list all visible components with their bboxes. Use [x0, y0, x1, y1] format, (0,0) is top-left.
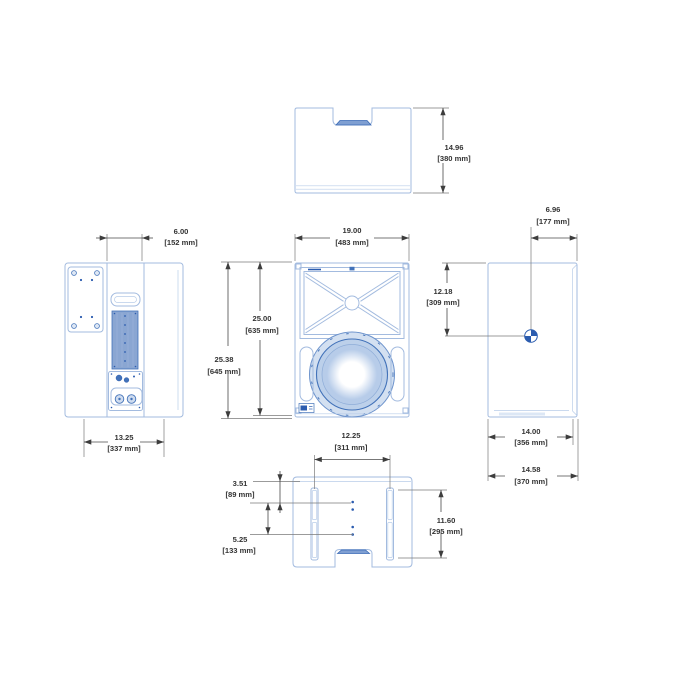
- dim-top-depth-mm: [380 mm]: [437, 154, 471, 163]
- dim-rail-spacing-mm: [311 mm]: [335, 443, 368, 452]
- dim-rear-module-width-value: 6.00: [174, 227, 189, 236]
- woofer-dust-cap: [327, 349, 377, 400]
- dim-rear-width-mm: [337 mm]: [107, 444, 141, 453]
- dim-side-depth-mm: [356 mm]: [514, 438, 548, 447]
- dim-front-height-overall: 25.38 [645 mm]: [207, 261, 292, 419]
- bottom-view: [292, 476, 413, 568]
- dim-front-height-mm: [635 mm]: [245, 326, 279, 335]
- dim-cg-horizontal-value: 6.96: [546, 205, 561, 214]
- grille-cross-brace: [305, 272, 399, 334]
- rear-handle: [110, 292, 141, 307]
- front-handle-left: [299, 346, 314, 402]
- front-handle-right: [390, 346, 405, 402]
- connector-recess: [110, 387, 143, 406]
- dim-side-depth-overall-value: 14.58: [521, 465, 540, 474]
- dim-rear-module-width-mm: [152 mm]: [164, 238, 198, 247]
- front-view: [294, 262, 410, 418]
- dim-insert-offset-2-value: 5.25: [233, 535, 249, 544]
- dim-side-depth: 14.00 [356 mm]: [487, 419, 574, 481]
- dim-rail-spacing: 12.25 [311 mm]: [314, 431, 391, 489]
- eq-knob: [123, 377, 130, 383]
- dim-insert-offset-1-value: 3.51: [233, 479, 249, 488]
- dim-rail-length-value: 11.60: [437, 516, 456, 525]
- mounting-plate-inserts: [79, 278, 94, 319]
- dim-rail-spacing-value: 12.25: [341, 431, 361, 440]
- dim-rear-module-width: 6.00 [152 mm]: [96, 227, 198, 261]
- center-of-gravity-icon: [524, 329, 538, 343]
- dim-cg-vertical-value: 12.18: [433, 287, 452, 296]
- woofer: [309, 331, 395, 418]
- dim-insert-offset-2-mm: [133 mm]: [222, 546, 256, 555]
- dim-side-depth-overall: 14.58 [370 mm]: [487, 419, 579, 486]
- dim-rail-length: 11.60 [295 mm]: [398, 489, 463, 559]
- heatsink: [111, 310, 139, 370]
- dim-side-depth-overall-mm: [370 mm]: [514, 477, 548, 486]
- mounting-plate-screws: [71, 270, 100, 329]
- rear-view: [64, 262, 184, 418]
- side-view: [445, 227, 578, 418]
- dim-front-width-mm: [483 mm]: [335, 238, 369, 247]
- dim-front-height-overall-value: 25.38: [214, 355, 233, 364]
- brand-badge: [298, 403, 315, 413]
- top-handle-recess: [335, 120, 372, 126]
- dim-side-depth-value: 14.00: [521, 427, 540, 436]
- dim-front-height-overall-mm: [645 mm]: [207, 367, 241, 376]
- dim-cg-vertical: 12.18 [309 mm]: [426, 262, 486, 337]
- dim-cg-horizontal-mm: [177 mm]: [536, 217, 570, 226]
- dim-front-height: 25.00 [635 mm]: [221, 261, 292, 416]
- dim-top-depth-value: 14.96: [444, 143, 463, 152]
- dim-front-width: 19.00 [483 mm]: [294, 226, 410, 261]
- bottom-handle-recess: [336, 549, 371, 554]
- dim-insert-offset-2: 5.25 [133 mm]: [222, 502, 353, 555]
- dim-rail-length-mm: [295 mm]: [429, 527, 463, 536]
- dim-front-height-value: 25.00: [252, 314, 271, 323]
- rear-mounting-plate: [67, 266, 104, 333]
- dim-cg-horizontal: 6.96 [177 mm]: [530, 205, 578, 261]
- dim-rear-width-value: 13.25: [114, 433, 134, 442]
- dim-top-depth: 14.96 [380 mm]: [413, 107, 471, 194]
- connector-panel: [108, 371, 143, 411]
- dim-front-width-value: 19.00: [342, 226, 361, 235]
- dim-cg-vertical-mm: [309 mm]: [426, 298, 460, 307]
- dim-insert-offset-1-mm: [89 mm]: [225, 490, 255, 499]
- threaded-inserts: [351, 500, 355, 536]
- volume-knob: [115, 374, 123, 382]
- top-view: [294, 107, 412, 194]
- dim-rear-width: 13.25 [337 mm]: [83, 419, 165, 457]
- bottom-view-outline: [292, 476, 413, 568]
